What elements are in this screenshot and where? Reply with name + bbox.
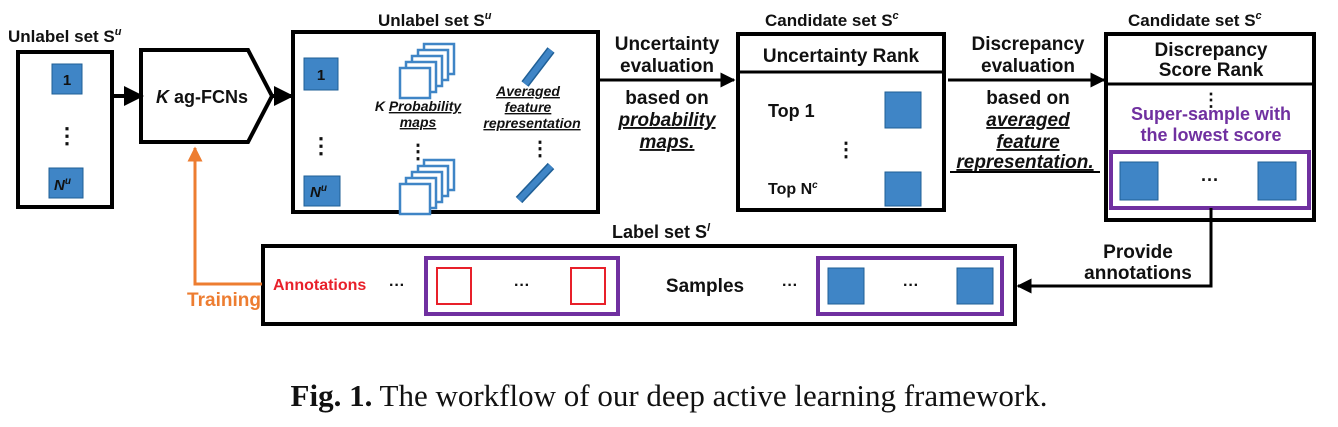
label-set-title: Label set Sl bbox=[612, 222, 711, 242]
provide-line2: annotations bbox=[1084, 263, 1192, 284]
sample-last-square bbox=[956, 267, 994, 305]
feature-label-line1: Averaged bbox=[495, 83, 560, 99]
uncertainty-eval-line1: Uncertainty bbox=[615, 34, 720, 55]
unlabel-left-box bbox=[16, 50, 114, 209]
unlabel-left-item-1-label: 1 bbox=[63, 72, 71, 89]
uncertainty-eval-line5: maps. bbox=[640, 132, 695, 153]
provide-line1: Provide bbox=[1103, 242, 1173, 263]
super-sample-first-square bbox=[1119, 161, 1159, 201]
unlabel-left-ellipsis: ⋮ bbox=[56, 123, 78, 148]
sample-first-square bbox=[827, 267, 865, 305]
sample-group-box bbox=[816, 256, 1004, 316]
samples-label: Samples bbox=[666, 276, 744, 297]
annotations-dots-left: ··· bbox=[389, 277, 405, 294]
annotations-dots-inner: ··· bbox=[514, 277, 530, 294]
annotation-last-square bbox=[570, 267, 606, 305]
candidate1-topn-square bbox=[884, 171, 922, 207]
discrepancy-eval-line1: Discrepancy bbox=[971, 34, 1084, 55]
feature-label-line3: representation bbox=[483, 115, 580, 131]
super-sample-last-square bbox=[1257, 161, 1297, 201]
caption-text: The workflow of our deep active learning… bbox=[372, 378, 1048, 413]
unlabel-left-item-n-label: Nu bbox=[54, 176, 71, 194]
super-sample-label-line1: Super-sample with bbox=[1131, 104, 1291, 124]
workflow-diagram: Unlabel set Su 1 ⋮ Nu K ag-FCNs Unlabel … bbox=[8, 10, 1316, 326]
discrepancy-eval-line6: representation. bbox=[956, 152, 1093, 173]
candidate2-header-line2: Score Rank bbox=[1159, 60, 1264, 81]
unlabel-left-title: Unlabel set Su bbox=[8, 26, 122, 46]
feature-bar-bottom bbox=[515, 162, 555, 204]
samples-dots-inner: ··· bbox=[903, 277, 919, 294]
candidate2-ellipsis: ⋮ bbox=[1202, 90, 1220, 110]
unlabel-left-item-n bbox=[48, 167, 84, 199]
candidate2-title: Candidate set Sc bbox=[1128, 10, 1262, 30]
samples-dots-left: ··· bbox=[782, 277, 798, 294]
candidate2-header-line1: Discrepancy bbox=[1154, 40, 1267, 61]
feature-bar-top bbox=[521, 47, 555, 87]
fcn-label: K ag-FCNs bbox=[156, 87, 248, 107]
candidate1-top1-square bbox=[884, 91, 922, 129]
probability-maps-ellipsis: ⋮ bbox=[408, 141, 428, 163]
unlabel-mid-box bbox=[291, 30, 600, 214]
candidate1-title: Candidate set Sc bbox=[765, 10, 899, 30]
feature-ellipsis: ⋮ bbox=[530, 138, 550, 160]
unlabel-mid-item-1-label: 1 bbox=[317, 67, 325, 84]
label-set-box bbox=[261, 244, 1017, 326]
probability-maps-stack-bottom bbox=[398, 158, 456, 216]
uncertainty-eval-line3: based on bbox=[625, 88, 708, 109]
uncertainty-eval-line4: probability bbox=[617, 110, 717, 131]
unlabel-mid-item-n-label: Nu bbox=[310, 183, 327, 201]
probability-maps-label-line1: K Probability bbox=[375, 98, 463, 114]
super-sample-dots: ··· bbox=[1201, 170, 1219, 190]
candidate1-box bbox=[736, 32, 946, 212]
uncertainty-eval-line2: evaluation bbox=[620, 56, 714, 77]
discrepancy-eval-line5: feature bbox=[996, 132, 1060, 153]
super-sample-label-line2: the lowest score bbox=[1140, 125, 1281, 145]
caption-label: Fig. 1. bbox=[290, 378, 373, 413]
probability-maps-label-line2: maps bbox=[400, 114, 437, 130]
figure-caption: Fig. 1. The workflow of our deep active … bbox=[0, 378, 1338, 414]
feature-label-line2: feature bbox=[505, 99, 552, 115]
fcn-block bbox=[139, 48, 275, 144]
discrepancy-eval-line2: evaluation bbox=[981, 56, 1075, 77]
discrepancy-eval-line3: based on bbox=[986, 88, 1069, 109]
arrow-provide-annotations bbox=[1016, 208, 1213, 294]
discrepancy-eval-line4: averaged bbox=[986, 110, 1070, 131]
unlabel-mid-item-1 bbox=[303, 57, 339, 91]
annotation-first-square bbox=[436, 267, 472, 305]
candidate1-ellipsis: ⋮ bbox=[836, 139, 856, 161]
probability-maps-stack-top bbox=[398, 42, 456, 100]
annotations-label: Annotations bbox=[273, 277, 366, 294]
candidate1-header: Uncertainty Rank bbox=[763, 46, 920, 67]
candidate1-top1: Top 1 bbox=[768, 101, 815, 121]
candidate1-topn: Top Nc bbox=[768, 180, 818, 198]
unlabel-mid-ellipsis-left: ⋮ bbox=[310, 133, 332, 158]
unlabel-mid-title: Unlabel set Su bbox=[378, 10, 492, 30]
annotation-group-box bbox=[424, 256, 620, 316]
arrow-training bbox=[187, 146, 262, 286]
unlabel-left-item-1 bbox=[51, 63, 83, 95]
unlabel-mid-item-n bbox=[303, 175, 341, 207]
training-label: Training bbox=[187, 290, 261, 311]
